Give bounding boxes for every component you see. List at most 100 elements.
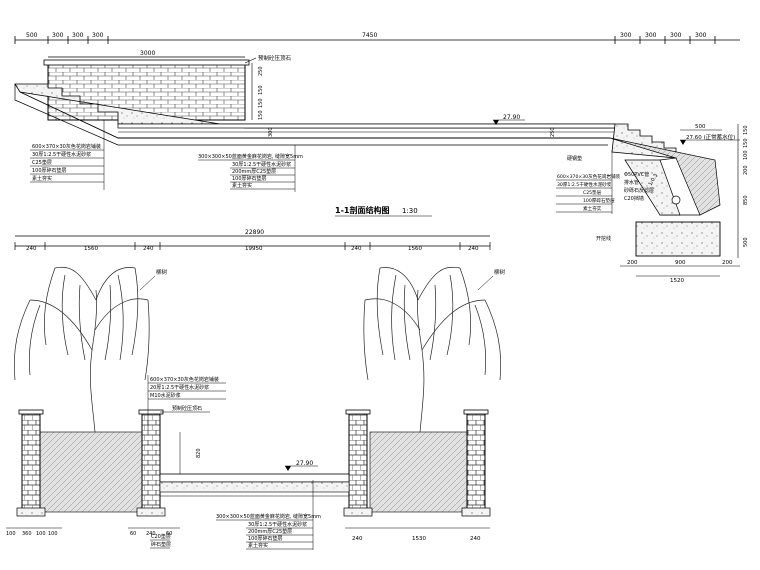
lr-1: 30厚1:2.5干硬性水泥砂浆 [557,181,612,188]
pier-4 [466,411,486,511]
bld-3: 100 [48,531,58,537]
wall-h-label: 300 [268,127,274,137]
rdim-0: 150 [743,125,749,135]
bpart-1: 1560 [84,246,98,252]
cap-stone [43,59,250,66]
lm-2: 200mm厚C25垫层 [232,168,276,175]
dim-top-total: 7450 [362,32,377,39]
pier-2 [141,411,161,511]
dim-top-left-3: 300 [92,32,104,39]
bl-0: 300×300×50蓝面黄金麻花岗岩, 缝隙宽5mm [216,513,321,520]
c20-base-0: C20垫层 [151,533,171,540]
ll-3: 100厚碎石垫层 [32,167,67,174]
wall-level-ticks: 250 150 150 150 [251,63,264,120]
bld-0: 100 [6,531,16,537]
c20-base-1: 碎石垫层 [151,541,171,548]
bpart-4: 240 [351,246,362,252]
right-willow-tree [363,266,502,433]
ll-1: 30厚1:2.5干硬性水泥砂浆 [32,151,91,158]
bottom-layer-legend: 300×300×50蓝面黄金麻花岗岩, 缝隙宽5mm 30厚1:2.5干硬性水泥… [216,480,321,550]
bpart-6: 240 [468,246,479,252]
dim-wall-length: 3000 [140,50,155,57]
level-1: 150 [258,85,264,95]
steel-label: 硬钢垫 [567,155,582,162]
bdim-2: 200 [722,260,733,266]
bottom-cap-label: 预制砼压顶石 [172,405,202,412]
pier-3 [348,411,368,511]
level-2: 150 [258,98,264,108]
channel-surface [117,123,616,129]
bottom-left-stack: 600×370×30灰色花岗岩铺装 20厚1:2.5干硬性水泥砂浆 M10水泥砂… [147,375,226,430]
bmd-0: 60 [130,531,136,537]
lm-3: 100厚碎石垫层 [232,175,267,182]
bl-3: 100厚碎石垫层 [248,535,283,542]
section-scale: 1:30 [402,207,418,215]
layers-right-legend: 600×370×30灰色花岗岩铺装 30厚1:2.5干硬性水泥砂浆 C25垫层 … [556,150,621,214]
ll-0: 600×370×30灰色花岗岩铺装 [32,143,101,150]
bls-1: 20厚1:2.5干硬性水泥砂浆 [150,384,209,391]
cap-stone-label: 预制砼压顶石 [258,54,292,62]
step-h-label: 250 [550,127,556,137]
brick-wall [47,62,246,121]
dim-top-left-0: 500 [26,32,38,39]
bld-2: 100 [36,531,46,537]
elev-marker-1 [493,120,499,125]
bls-0: 600×370×30灰色花岗岩铺装 [150,376,219,383]
bottom-elev: 27.90 [296,460,313,467]
height-label: 820 [196,448,202,458]
lr-0: 600×370×30灰色花岗岩铺装 [557,173,621,180]
bls-2: M10水泥砂浆 [150,392,181,399]
level-3: 150 [258,110,264,120]
layers-mid-legend: 300×300×50蓝面黄金麻花岗岩, 缝隙宽5mm 30厚1:2.5干硬性水泥… [198,145,303,192]
bottom-section: 22890 240 1560 240 19950 240 1560 240 [6,229,506,550]
lm-1: 30厚1:2.5干硬性水泥砂浆 [232,161,291,168]
level-0: 250 [258,66,264,76]
bdim-total: 1520 [670,278,684,284]
lr-2: C25垫层 [583,189,602,196]
top-dimension-line: 500 300 300 300 7450 300 300 300 300 [14,32,740,44]
section-title: 1-1剖面结构图 [335,205,389,215]
base-label: 开挖线 [596,235,611,242]
pier-1 [21,411,41,511]
bpart-0: 240 [26,246,37,252]
bmd-1: 240 [146,531,156,537]
right-vertical-dims: 150 150 100 200 850 500 [737,124,749,258]
bdim-1: 900 [675,260,686,266]
wall-foundation [635,221,721,257]
rdim-1: 150 [743,138,749,148]
gravel-label: 砂砾石反滤层 [624,187,654,194]
rdim-4: 850 [743,195,749,205]
brd-2: 240 [470,536,481,542]
tree-left-label: 柳树 [156,268,168,276]
layers-left-legend: 600×370×30灰色花岗岩铺装 30厚1:2.5干硬性水泥砂浆 C25垫层 … [30,120,105,190]
bmd-2: 60 [166,531,172,537]
rdim-3: 200 [743,165,749,175]
dim-top-right-3: 300 [695,32,707,39]
dim-500: 500 [695,124,706,130]
bpart-5: 1560 [408,246,422,252]
bottom-elev-marker [285,466,291,471]
channel-floor [159,473,350,483]
pipe-label: Φ50PVC管 [624,171,649,178]
bl-1: 30厚1:2.5干硬性水泥砂浆 [248,521,307,528]
drain-pipe [671,195,681,205]
dim-top-right-2: 300 [670,32,682,39]
bl-4: 素土夯实 [248,542,268,549]
ll-2: C25垫层 [32,159,52,166]
bld-1: 360 [22,531,32,537]
top-section: 500 300 300 300 7450 300 300 300 300 300… [14,32,749,284]
base-line [19,91,610,139]
elev-2: 27.60 (正常蓄水位) [686,133,735,141]
right-soil-bed [369,431,471,513]
bpart-2: 240 [143,246,154,252]
rdim-2: 100 [743,150,749,160]
bpart-3: 19950 [245,246,263,252]
dim-top-left-1: 300 [52,32,64,39]
elev-marker-2 [680,140,686,145]
dim-top-right-1: 300 [645,32,657,39]
drain-label: 排水管 [624,179,639,186]
bdim-0: 200 [627,260,638,266]
elev-1: 27.90 [503,114,520,121]
rdim-5: 500 [743,237,749,247]
